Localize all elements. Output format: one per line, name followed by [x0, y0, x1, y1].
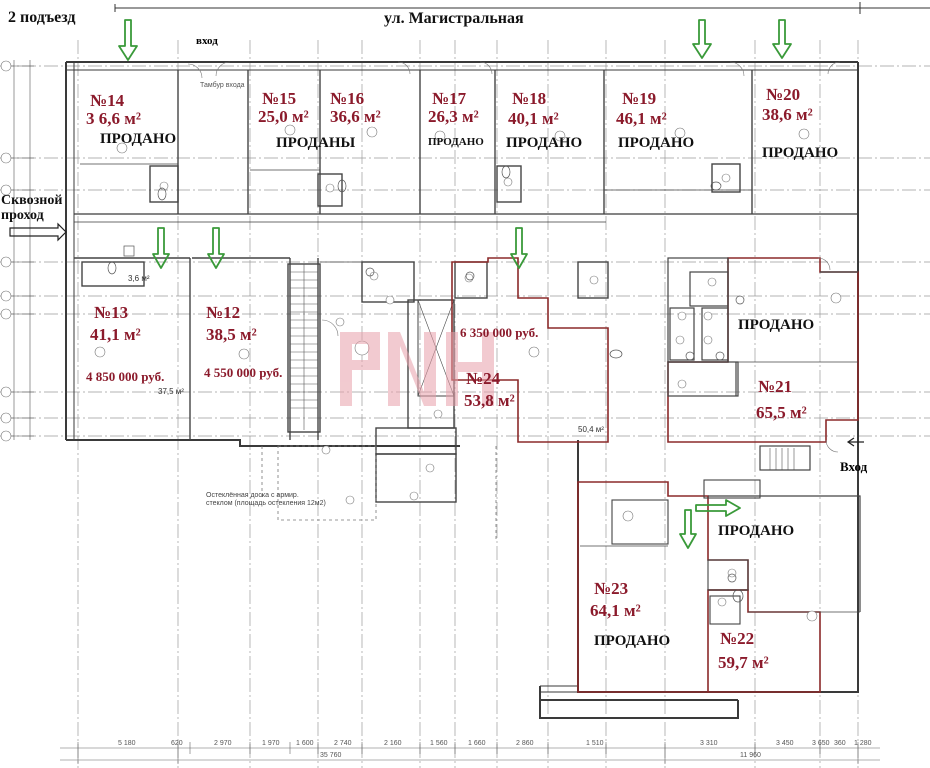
unit-20-number: №20	[766, 85, 801, 104]
unit-17-number: №17	[432, 89, 467, 108]
unit-18-area: 40,1 м²	[508, 109, 559, 128]
dim-15: 360	[834, 740, 846, 747]
unit-24-net-area: 50,4 м²	[578, 425, 604, 434]
dim-total-2: 11 960	[740, 752, 761, 759]
unit-12-number: №12	[206, 303, 241, 322]
passage-arrows	[9, 222, 864, 447]
dim-12: 3 310	[700, 740, 718, 747]
street-label: ул. Магистральная	[384, 10, 524, 27]
unit-14-status: ПРОДАНО	[100, 131, 177, 147]
dim-1: 5 180	[118, 740, 136, 747]
unit-13-number: №13	[94, 303, 129, 322]
dim-8: 1 560	[430, 740, 448, 747]
lower-partitions	[580, 479, 860, 625]
unit-22-area: 59,7 м²	[718, 653, 769, 672]
arrow-down-icon	[510, 227, 528, 269]
dim-total-1: 35 760	[320, 752, 342, 759]
dim-5: 1 600	[296, 740, 314, 747]
unit-14-number: №14	[90, 91, 125, 110]
entry-right-label: Вход	[840, 459, 868, 474]
arrow-left-icon	[846, 437, 864, 447]
arrow-down-icon	[207, 227, 225, 269]
unit-20-status: ПРОДАНО	[762, 145, 839, 161]
tech-room-label: Тамбур входа	[200, 82, 245, 89]
unit-15-16-status: ПРОДАНЫ	[276, 135, 356, 151]
lobby-dashed	[261, 445, 497, 540]
dim-9: 1 660	[468, 740, 486, 747]
partitions-top	[80, 70, 753, 214]
arrow-down-icon	[679, 509, 697, 549]
dim-10: 2 860	[516, 740, 534, 747]
dim-4: 1 970	[262, 740, 280, 747]
arrow-down-icon	[152, 227, 170, 269]
unit-18-number: №18	[512, 89, 547, 108]
dim-2: 620	[171, 740, 183, 747]
arrow-down-icon	[692, 19, 712, 59]
unit-13-area: 41,1 м²	[90, 325, 141, 344]
entry-top-label: вход	[196, 35, 218, 47]
unit-13-price: 4 850 000 руб.	[86, 369, 165, 384]
east-partitions	[667, 257, 858, 471]
unit-23-status: ПРОДАНО	[594, 633, 671, 649]
arrow-down-icon	[772, 19, 792, 59]
unit-18-status: ПРОДАНО	[506, 135, 583, 151]
glass-note: Остеклённая доска с армир. стеклом (площ…	[206, 492, 326, 507]
unit-17-status: ПРОДАНО	[428, 136, 484, 148]
unit-21-status: ПРОДАНО	[738, 317, 815, 333]
room-tags	[94, 124, 842, 622]
unit-19-number: №19	[622, 89, 657, 108]
unit-22-status: ПРОДАНО	[718, 523, 795, 539]
building-walls	[65, 61, 859, 719]
unit-12-area: 38,5 м²	[206, 325, 257, 344]
unit-19-area: 46,1 м²	[616, 109, 667, 128]
unit-23-area: 64,1 м²	[590, 601, 641, 620]
stair-treads	[290, 264, 795, 470]
unit-16-area: 36,6 м²	[330, 107, 381, 126]
unit-20-area: 38,6 м²	[762, 105, 813, 124]
unit-23-number: №23	[594, 579, 629, 598]
unit-19-status: ПРОДАНО	[618, 135, 695, 151]
unit-12-price: 4 550 000 руб.	[204, 365, 283, 380]
doors	[187, 61, 841, 453]
unit-24-price: 6 350 000 руб.	[460, 325, 539, 340]
arrow-right-icon	[695, 499, 741, 517]
sanitary-fixtures	[107, 165, 745, 603]
entrance-label: 2 подъезд	[8, 9, 76, 26]
axis-bubbles-left	[0, 60, 12, 442]
unit-21-number: №21	[758, 377, 793, 396]
unit-24-area: 53,8 м²	[464, 391, 515, 410]
unit-15-number: №15	[262, 89, 297, 108]
passage-label: Сквозной проход	[1, 193, 63, 223]
watermark-logo	[340, 332, 494, 406]
dim-7: 2 160	[384, 740, 402, 747]
bottom-dimensions	[60, 742, 880, 764]
dim-6: 2 740	[334, 740, 352, 747]
site-boundary	[114, 2, 930, 14]
left-dimensions	[10, 60, 34, 440]
axis-gridlines	[0, 40, 930, 768]
unit-24-outline	[451, 257, 609, 443]
unit-14-area: 3 6,6 м²	[86, 109, 141, 128]
dim-11: 1 510	[586, 740, 604, 747]
arrow-right-icon	[9, 222, 67, 242]
unit-21-area: 65,5 м²	[756, 403, 807, 422]
dim-13: 3 450	[776, 740, 794, 747]
unit-22-number: №22	[720, 629, 755, 648]
unit-15-area: 25,0 м²	[258, 107, 309, 126]
unit-24-number: №24	[466, 369, 501, 388]
unit-17-area: 26,3 м²	[428, 107, 479, 126]
unit-13-wc-area: 3,6 м²	[128, 274, 150, 283]
dim-14: 3 650	[812, 740, 830, 747]
entrance-arrows	[118, 19, 792, 549]
dim-3: 2 970	[214, 740, 232, 747]
unit-16-number: №16	[330, 89, 365, 108]
arrow-down-icon	[118, 19, 138, 61]
dim-16: 1 280	[854, 740, 872, 747]
unit-13-net-area: 37,5 м²	[158, 387, 184, 396]
